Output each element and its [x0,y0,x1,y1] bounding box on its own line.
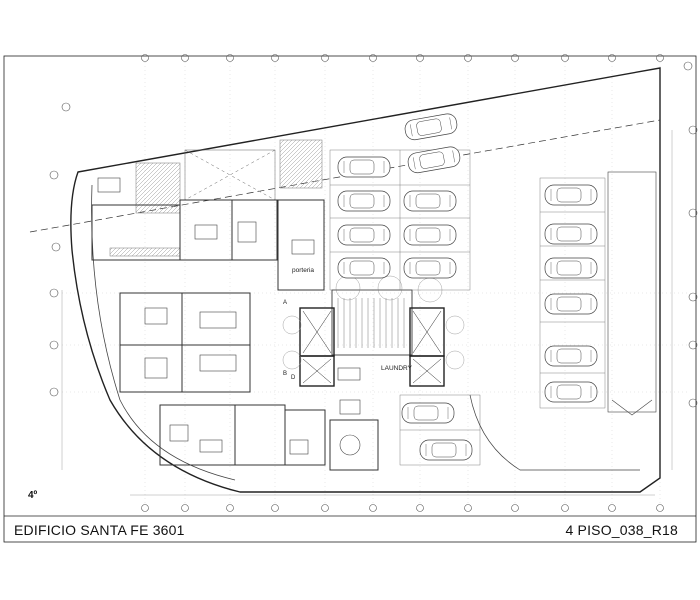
tag-d-label: D [291,375,296,381]
terrace-curve [469,394,640,471]
sheet-code: 4 PISO_038_R18 [565,522,678,538]
parking-area [329,149,606,466]
tag-a-label: A [283,300,287,306]
hatched-strip [279,139,323,189]
floor-marker: 4º [28,490,38,501]
laundry-label: LAUNDRY [381,365,413,372]
building-outline [70,67,661,493]
right-grid-bubbles [683,61,698,408]
ramp [607,171,657,416]
bottom-grid-bubbles [141,504,664,512]
porteria-label: porteria [292,267,314,274]
grid-lines [58,62,690,504]
top-grid-bubbles [141,54,664,62]
inner-curve [91,184,236,481]
tag-b-label: B [283,371,287,377]
left-grid-bubbles [49,102,71,397]
apartment-walls [91,199,379,471]
sheet-border [3,55,697,543]
project-title: EDIFICIO SANTA FE 3601 [14,522,185,538]
hatched-strip [109,247,181,257]
furniture [97,177,361,456]
circulation-core [299,289,445,387]
dimension-lines [61,130,673,496]
